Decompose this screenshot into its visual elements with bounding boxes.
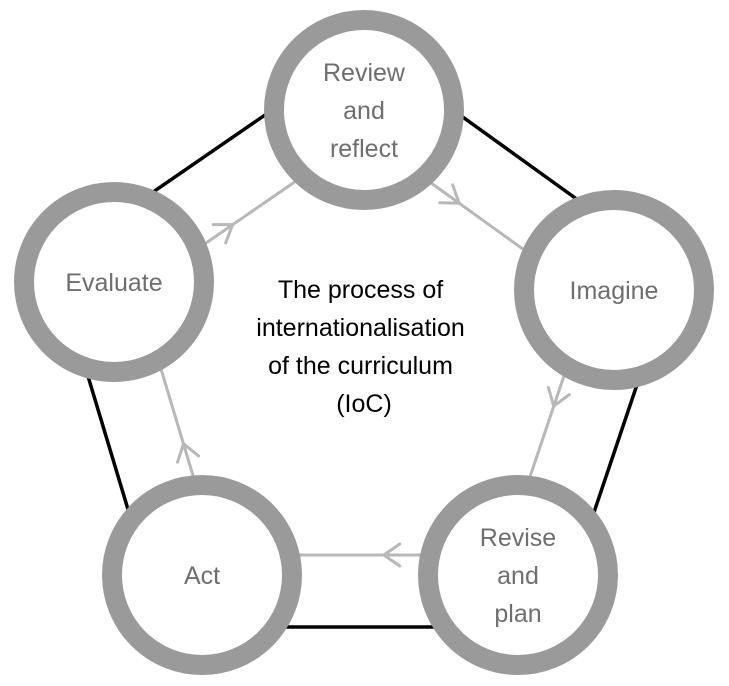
edges-layer	[79, 99, 646, 629]
node-label: Revise and plan	[480, 524, 556, 628]
edge-review-to-imagine	[425, 101, 597, 254]
arrowhead-icon	[176, 441, 201, 464]
node-label-line: Act	[184, 562, 220, 590]
node-ring	[264, 10, 464, 210]
node-label: Act	[184, 562, 220, 590]
center-title-line: of the curriculum	[268, 352, 453, 380]
center-title-line: The process of	[278, 276, 443, 304]
edge-imagine-to-revise	[526, 362, 646, 536]
edge-act-to-evaluate	[79, 353, 201, 533]
node-act: Act	[102, 475, 302, 675]
node-imagine: Imagine	[514, 190, 714, 390]
node-label-line: Imagine	[570, 277, 659, 305]
flow-arrow-line	[526, 369, 568, 483]
node-label: Imagine	[570, 277, 659, 305]
center-title-line: (IoC)	[336, 390, 392, 418]
edge-evaluate-to-review	[132, 99, 302, 248]
arrowhead-icon	[546, 386, 571, 409]
flow-arrow-line	[199, 177, 302, 248]
flow-arrow-line	[158, 362, 197, 483]
node-label-line: Review	[323, 59, 406, 87]
center-title: The process of internationalisation of t…	[256, 276, 471, 418]
node-review: Review and reflect	[264, 10, 464, 210]
node-label-line: Revise	[480, 524, 556, 552]
node-ring	[14, 182, 214, 382]
connector-line	[442, 101, 597, 215]
node-label: Evaluate	[65, 269, 162, 297]
node-label-line: and	[343, 97, 385, 125]
node-ring	[102, 475, 302, 675]
arrowhead-icon	[381, 542, 402, 568]
node-evaluate: Evaluate	[14, 182, 214, 382]
center-title-line: internationalisation	[256, 314, 464, 342]
node-label-line: Evaluate	[65, 269, 162, 297]
node-ring	[418, 475, 618, 675]
node-ring	[514, 190, 714, 390]
connector-line	[79, 353, 137, 533]
node-label-line: and	[497, 562, 539, 590]
node-label-line: plan	[494, 600, 541, 628]
node-revise: Revise and plan	[418, 475, 618, 675]
node-label-line: reflect	[330, 135, 398, 163]
arrowhead-icon	[211, 223, 235, 245]
flow-arrow-line	[425, 178, 530, 254]
connector-line	[584, 362, 646, 536]
edge-revise-to-act	[262, 542, 458, 629]
arrowhead-icon	[438, 183, 462, 205]
node-label: Review and reflect	[323, 59, 406, 163]
connector-line	[132, 99, 287, 207]
